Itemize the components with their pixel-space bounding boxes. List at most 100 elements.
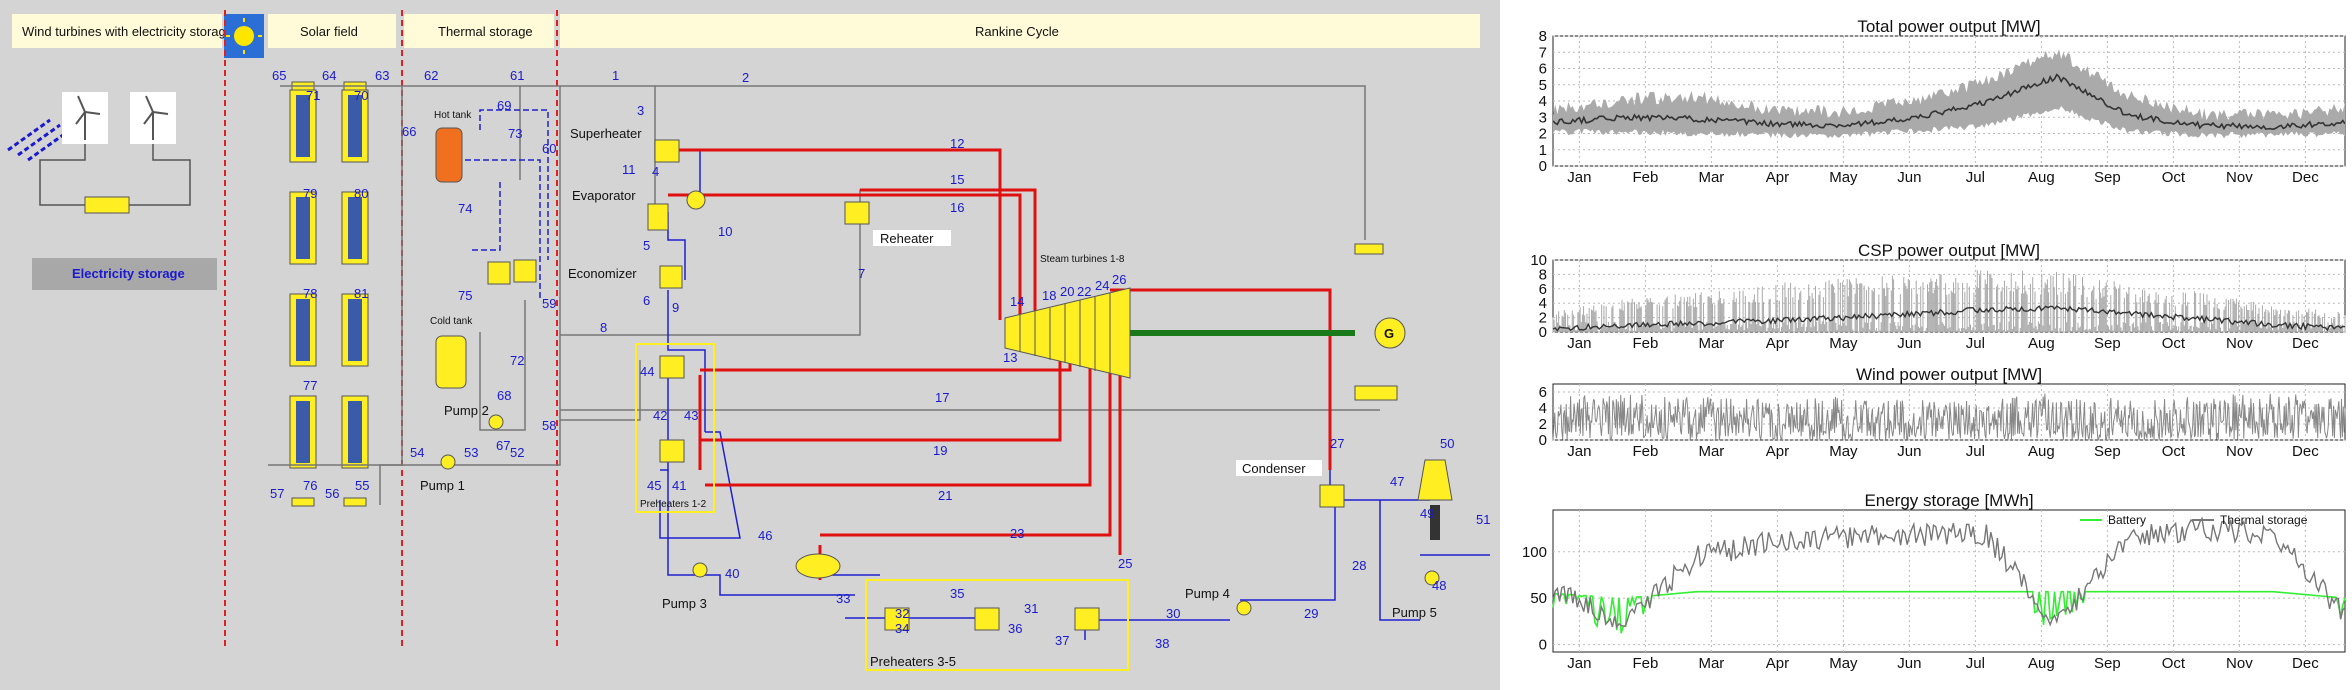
chart-wind-title: Wind power output [MW] [1856,365,2042,384]
generator-label: G [1384,326,1394,341]
stream-label-74: 74 [458,201,472,216]
chart-csp-xtick: Sep [2094,335,2121,352]
stream-label-78: 78 [303,286,317,301]
steam-turbines-label: Steam turbines 1-8 [1040,254,1125,265]
stream-label-77: 77 [303,378,317,393]
hot-tank-label: Hot tank [434,110,472,121]
stream-label-58: 58 [542,418,556,433]
chart-wind: Wind power output [MW]0246JanFebMarAprMa… [1539,365,2345,460]
stream-label-79: 79 [303,186,317,201]
stream-label-28: 28 [1352,558,1366,573]
stream-label-27: 27 [1330,436,1344,451]
chart-csp-xtick: Mar [1698,335,1724,352]
stream-label-43: 43 [684,408,698,423]
chart-storage-xtick: Sep [2094,655,2121,672]
stream-label-50: 50 [1440,436,1454,451]
stream-label-22: 22 [1077,284,1091,299]
stream-label-35: 35 [950,586,964,601]
economizer-label: Economizer [568,266,637,281]
chart-wind-xtick: May [1829,443,1858,460]
chart-total-xtick: Jun [1897,169,1921,186]
header-rankine-label: Rankine Cycle [975,24,1059,39]
stream-label-11: 11 [622,162,636,177]
cold-tank-label: Cold tank [430,316,473,327]
stream-label-45: 45 [647,478,661,493]
evaporator-label: Evaporator [572,188,636,203]
stream-label-5: 5 [643,238,650,253]
stream-label-57: 57 [270,486,284,501]
superheater-icon [655,140,679,162]
stream-label-24: 24 [1095,278,1109,293]
pump-2-label: Pump 2 [444,403,489,418]
stream-label-56: 56 [325,486,339,501]
stream-label-51: 51 [1476,512,1490,527]
chart-total-xtick: Dec [2292,169,2319,186]
chart-total-title: Total power output [MW] [1857,17,2040,36]
stream-label-9: 9 [672,300,679,315]
chart-storage-xtick: Aug [2028,655,2055,672]
stream-label-65: 65 [272,68,286,83]
stream-label-72: 72 [510,353,524,368]
chart-storage-xtick: Jul [1966,655,1985,672]
stream-label-69: 69 [497,98,511,113]
chart-wind-xtick: Feb [1632,443,1658,460]
condenser-label: Condenser [1242,461,1306,476]
chart-total-xtick: Sep [2094,169,2121,186]
stream-label-64: 64 [322,68,336,83]
chart-csp-xtick: Apr [1766,335,1789,352]
rankine-cycle-schematic: Wind turbines with electricity storage S… [0,0,1500,690]
chart-wind-xtick: Jan [1567,443,1591,460]
reheater-icon [845,202,869,224]
chart-total-xtick: Oct [2162,169,2186,186]
chart-storage-ytick: 100 [1522,544,1547,561]
pump-5-label: Pump 5 [1392,605,1437,620]
chart-csp-xtick: May [1829,335,1858,352]
stream-label-26: 26 [1112,272,1126,287]
stream-label-25: 25 [1118,556,1132,571]
stream-label-7: 7 [858,266,865,281]
stream-label-63: 63 [375,68,389,83]
header-solar-label: Solar field [300,24,358,39]
chart-csp-ytick: 10 [1530,252,1547,269]
reheater-label: Reheater [880,231,934,246]
stream-label-6: 6 [643,293,650,308]
sun-icon [234,26,254,46]
stream-label-81: 81 [354,286,368,301]
chart-total-xtick: Mar [1698,169,1724,186]
stream-label-66: 66 [402,124,416,139]
chart-total: Total power output [MW]012345678JanFebMa… [1539,17,2345,186]
chart-wind-ytick: 4 [1539,400,1547,417]
stream-label-38: 38 [1155,636,1169,651]
chart-csp-title: CSP power output [MW] [1858,241,2040,260]
chart-total-ytick: 3 [1539,109,1547,126]
pump-3-icon [693,563,707,577]
chart-total-ytick: 0 [1539,158,1547,175]
pump-3-label: Pump 3 [662,596,707,611]
stream-label-41: 41 [672,478,686,493]
chart-csp: CSP power output [MW]0246810JanFebMarApr… [1530,241,2345,352]
stream-label-37: 37 [1055,633,1069,648]
stream-label-36: 36 [1008,621,1022,636]
stream-label-15: 15 [950,172,964,187]
stream-label-10: 10 [718,224,732,239]
stream-label-71: 71 [306,88,320,103]
legend-battery-label: Battery [2108,513,2146,527]
cold-tank-icon [436,336,466,388]
condenser-icon [1320,485,1344,507]
chart-csp-xtick: Nov [2226,335,2253,352]
chart-wind-xtick: Jul [1966,443,1985,460]
chart-storage-xtick: May [1829,655,1858,672]
chart-csp-xtick: Aug [2028,335,2055,352]
stream-label-42: 42 [653,408,667,423]
chart-csp-xtick: Dec [2292,335,2319,352]
chart-total-ytick: 8 [1539,28,1547,45]
legend-thermal-label: Thermal storage [2220,513,2308,527]
chart-storage-xtick: Nov [2226,655,2253,672]
chart-total-xtick: Nov [2226,169,2253,186]
stream-label-19: 19 [933,443,947,458]
stream-label-21: 21 [938,488,952,503]
chart-wind-ytick: 6 [1539,384,1547,401]
chart-storage-ytick: 0 [1539,637,1547,654]
chart-total-xtick: May [1829,169,1858,186]
chart-total-ytick: 5 [1539,77,1547,94]
